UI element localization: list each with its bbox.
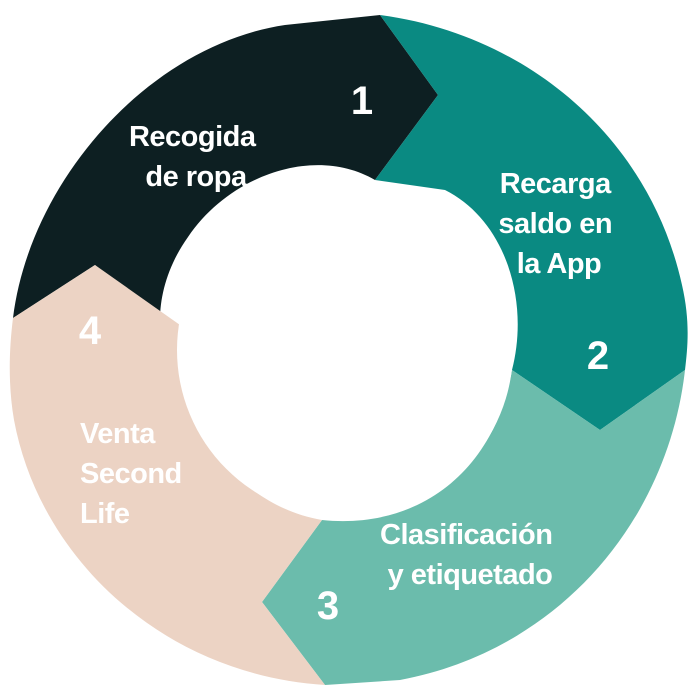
step-4-label-line-3: Life bbox=[80, 498, 130, 530]
center-circle bbox=[177, 182, 513, 518]
step-1-label-line-2: de ropa bbox=[145, 161, 248, 193]
step-3-segment-group: 3 Clasificación y etiquetado bbox=[262, 370, 685, 685]
step-2-arrow-segment bbox=[375, 15, 688, 430]
step-1-label-line-1: Recogida bbox=[129, 121, 257, 153]
step-4-label-line-1: Venta bbox=[80, 418, 156, 450]
step-3-label-line-1: Clasificación bbox=[380, 519, 552, 551]
step-3-label: Clasificación y etiquetado bbox=[380, 519, 560, 591]
step-4-label-line-2: Second bbox=[80, 458, 182, 490]
step-1-label: Recogida de ropa bbox=[129, 121, 263, 193]
step-2-label-line-2: saldo en bbox=[498, 208, 612, 240]
step-4-arrow-segment bbox=[9, 265, 325, 685]
step-2-label-line-3: la App bbox=[517, 248, 602, 280]
step-2-segment-group: 2 Recarga saldo en la App bbox=[375, 15, 688, 430]
step-1-arrow-segment bbox=[13, 15, 438, 320]
step-3-arrow-segment bbox=[262, 370, 685, 685]
step-2-label: Recarga saldo en la App bbox=[498, 168, 619, 280]
step-2-label-line-1: Recarga bbox=[500, 168, 612, 200]
step-4-number: 4 bbox=[79, 309, 102, 353]
step-1-number: 1 bbox=[351, 79, 373, 123]
step-4-label: Venta Second Life bbox=[80, 418, 189, 530]
step-1-segment-group: 1 Recogida de ropa bbox=[13, 15, 438, 320]
step-4-segment-group: 4 Venta Second Life bbox=[9, 265, 325, 685]
step-3-number: 3 bbox=[317, 584, 339, 628]
step-3-label-line-2: y etiquetado bbox=[388, 559, 553, 591]
step-2-number: 2 bbox=[587, 334, 609, 378]
